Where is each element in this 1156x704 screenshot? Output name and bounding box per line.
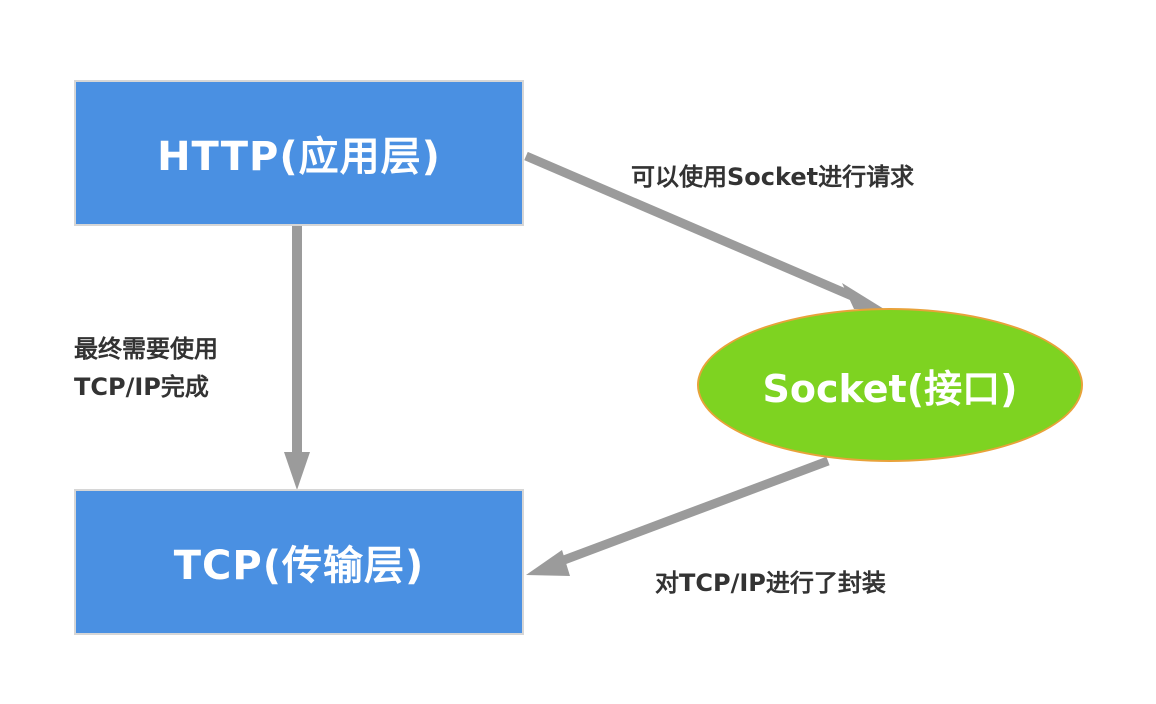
edge-label-line-1: 最终需要使用 (74, 335, 218, 363)
http-to-socket-edge-label: 可以使用Socket进行请求 (631, 163, 915, 191)
edge-label-line-2: TCP/IP完成 (74, 373, 209, 401)
http-to-tcp-edge-label: 最终需要使用 TCP/IP完成 (74, 330, 218, 406)
socket-interface-ellipse: Socket(接口) (697, 308, 1083, 462)
http-application-layer-box: HTTP(应用层) (74, 80, 524, 226)
tcp-layer-label: TCP(传输层) (173, 543, 425, 589)
tcp-transport-layer-box: TCP(传输层) (74, 489, 524, 635)
socket-label: Socket(接口) (762, 366, 1018, 411)
arrow-http-to-tcp (284, 226, 310, 490)
arrow-socket-to-tcp (526, 456, 830, 576)
arrow-http-to-socket (524, 151, 884, 309)
socket-to-tcp-edge-label: 对TCP/IP进行了封装 (655, 569, 886, 597)
http-layer-label: HTTP(应用层) (157, 134, 441, 180)
